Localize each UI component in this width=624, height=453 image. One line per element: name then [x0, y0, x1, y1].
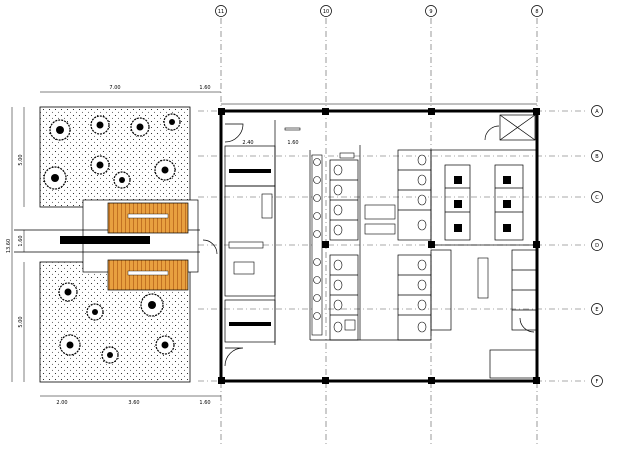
tree-icon	[49, 119, 71, 141]
wc-icon	[417, 194, 427, 206]
tree-icon	[43, 166, 67, 190]
wc-icon	[417, 321, 427, 333]
wc-icon	[333, 164, 343, 176]
axis-label-B: B	[595, 154, 599, 160]
axis-bubble-B: B	[591, 150, 603, 162]
dim-garden-width: 7.00	[109, 85, 120, 91]
axis-label-F: F	[596, 379, 599, 385]
tree-icon	[90, 155, 110, 175]
sink-icon	[313, 294, 321, 302]
dimension-lines	[11, 91, 537, 397]
dim-garden-right: 1.60	[199, 85, 210, 91]
wood-deck-lower	[107, 259, 189, 291]
wc-icon	[333, 279, 343, 291]
wc-icon	[417, 174, 427, 186]
tree-icon	[90, 115, 110, 135]
sink-icon	[313, 194, 321, 202]
tree-icon	[163, 113, 181, 131]
wc-icon	[417, 279, 427, 291]
tree-icon	[155, 335, 175, 355]
sink-icon	[313, 276, 321, 284]
wc-icon	[417, 219, 427, 231]
axis-bubble-11: 11	[215, 5, 227, 17]
axis-bubble-D: D	[591, 239, 603, 251]
axis-bubble-E: E	[591, 303, 603, 315]
tree-icon	[58, 282, 78, 302]
tree-icon	[59, 334, 81, 356]
wc-icon	[333, 321, 343, 333]
axis-label-D: D	[595, 243, 599, 249]
wc-icon	[333, 224, 343, 236]
door-swings	[202, 123, 244, 367]
door-swing-icon	[202, 239, 218, 255]
wc-stalls-right	[397, 149, 432, 341]
dim-room-3: 1.60	[287, 140, 298, 146]
wc-icon	[333, 204, 343, 216]
dim-bottom-left: 2.00	[56, 400, 67, 406]
left-rooms	[224, 120, 276, 345]
basin-row-left	[311, 154, 323, 336]
axis-label-11: 11	[218, 9, 224, 15]
sink-icon	[313, 258, 321, 266]
axis-label-A: A	[595, 109, 599, 115]
dim-lower-depth: 5.00	[18, 316, 24, 327]
sink-icon	[313, 312, 321, 320]
dim-room-2: 2.40	[242, 140, 253, 146]
axis-label-E: E	[595, 307, 598, 313]
axis-label-C: C	[595, 195, 599, 201]
tree-icon	[140, 293, 164, 317]
wood-deck-upper	[107, 202, 189, 234]
tree-icon	[113, 171, 131, 189]
wc-icon	[417, 259, 427, 271]
axis-bubble-A: A	[591, 105, 603, 117]
right-rooms	[430, 114, 538, 379]
sink-icon	[313, 158, 321, 166]
wc-icon	[417, 299, 427, 311]
dim-upper-depth: 5.00	[18, 154, 24, 165]
axis-bubble-8: 8	[531, 5, 543, 17]
center-fixtures	[339, 152, 396, 331]
axis-bubble-F: F	[591, 375, 603, 387]
tree-icon	[130, 117, 150, 137]
axis-bubble-C: C	[591, 191, 603, 203]
wc-icon	[333, 259, 343, 271]
tree-icon	[154, 159, 176, 181]
axis-bubble-10: 10	[320, 5, 332, 17]
sink-icon	[313, 230, 321, 238]
wc-icon	[417, 154, 427, 166]
dim-bottom-right: 1.60	[199, 400, 210, 406]
wc-icon	[333, 184, 343, 196]
tree-icon	[101, 346, 119, 364]
tree-icon	[86, 303, 104, 321]
building-outline	[218, 108, 540, 384]
wc-icon	[333, 299, 343, 311]
axis-label-9: 9	[429, 9, 432, 15]
sink-icon	[313, 176, 321, 184]
sink-icon	[313, 212, 321, 220]
door-swing-icon	[224, 347, 244, 367]
wc-stalls-left	[329, 159, 359, 341]
dim-bottom-mid: 3.60	[128, 400, 139, 406]
axis-bubble-9: 9	[425, 5, 437, 17]
trees	[43, 113, 181, 364]
axis-label-10: 10	[323, 9, 329, 15]
door-swing-icon	[224, 123, 244, 143]
axis-label-8: 8	[535, 9, 538, 15]
dim-mid-depth: 1.60	[18, 235, 24, 246]
dim-total-depth: 13.60	[6, 239, 12, 253]
